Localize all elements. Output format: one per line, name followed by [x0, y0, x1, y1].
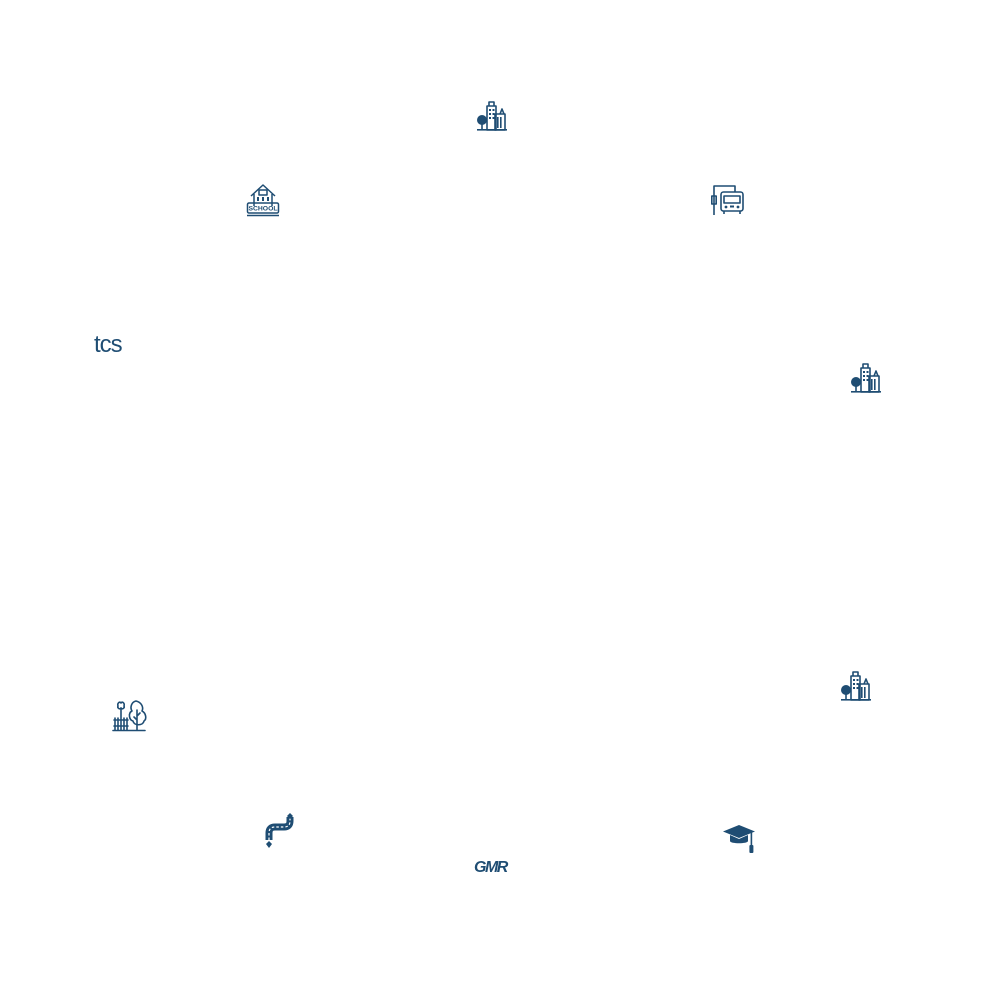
- cityscape-icon: [840, 670, 872, 702]
- graduation-cap-icon: [722, 824, 756, 854]
- winding-road-icon: [262, 813, 298, 849]
- bus-stop-icon: [711, 184, 745, 216]
- cityscape-icon: [850, 362, 882, 394]
- school-sign-label: SCHOOL: [248, 206, 277, 213]
- park-trees-icon: [112, 698, 147, 732]
- cityscape-icon: [476, 100, 508, 132]
- tcs-logo: tcs: [94, 331, 123, 358]
- school-building-icon: SCHOOL: [246, 182, 280, 217]
- gmr-logo: GMR: [474, 859, 508, 876]
